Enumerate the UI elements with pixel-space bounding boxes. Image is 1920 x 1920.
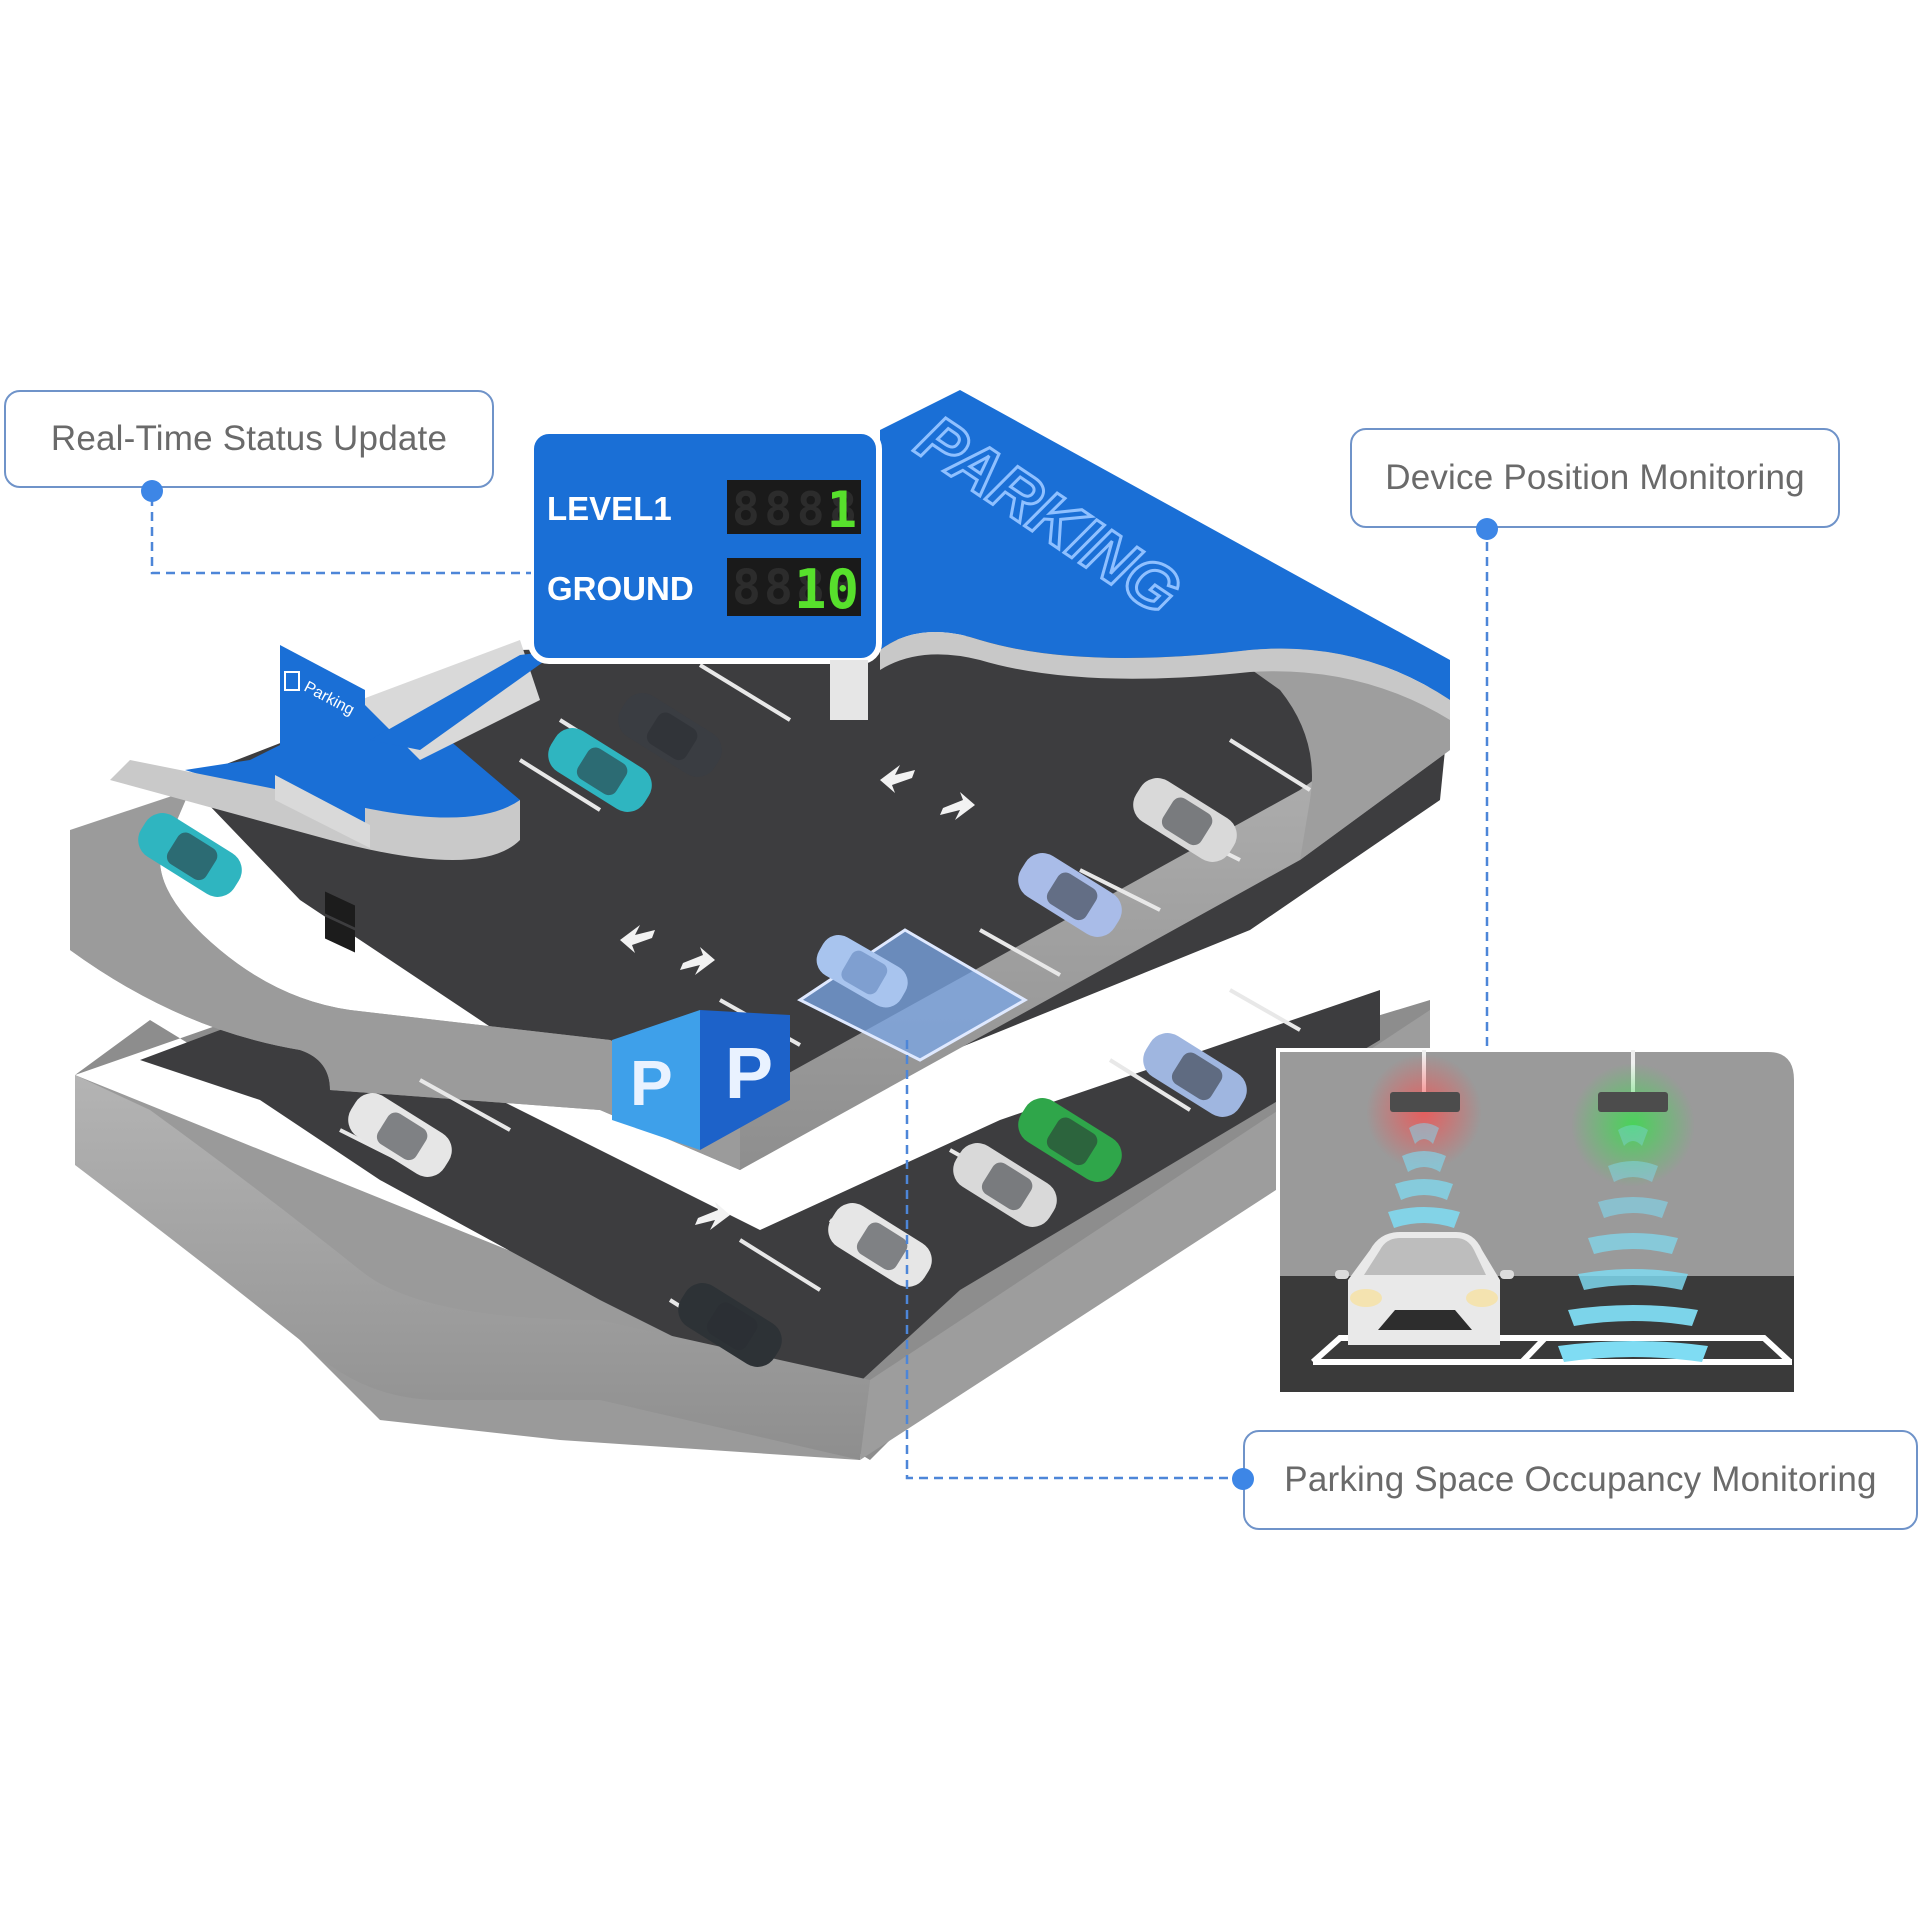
car <box>138 813 242 897</box>
car <box>953 1143 1057 1227</box>
sensor-beam <box>1588 1233 1678 1254</box>
highlighted-parking-space <box>797 928 1028 1062</box>
sensor-inset-panel <box>1276 1048 1798 1394</box>
small-parking-sign: Parking <box>275 645 370 953</box>
cars <box>138 693 1247 1367</box>
sensor-beam <box>1402 1151 1446 1172</box>
sign-label-level1: LEVEL1 <box>547 490 672 527</box>
sign-value-ground: 10 <box>794 558 859 621</box>
pillar <box>755 885 797 960</box>
car <box>678 1283 782 1367</box>
arrow-icon <box>620 925 655 953</box>
pillar <box>1140 935 1182 1010</box>
callout-parking-space-occupancy-monitoring: Parking Space Occupancy Monitoring <box>1243 1430 1918 1530</box>
sensor-beam <box>1395 1179 1453 1200</box>
car <box>1018 853 1122 937</box>
connector-dot-realtime <box>141 480 163 502</box>
sensor-device-icon <box>1390 1092 1460 1112</box>
connector-occupancy <box>905 1040 1243 1480</box>
arrow-icon <box>880 765 915 793</box>
connector-realtime <box>150 497 531 575</box>
car <box>1018 1098 1122 1182</box>
callout-label: Device Position Monitoring <box>1385 458 1805 497</box>
callout-device-position-monitoring: Device Position Monitoring <box>1350 428 1840 528</box>
sensor-occupied <box>1366 1050 1482 1228</box>
car <box>1133 778 1237 862</box>
sensor-beam <box>1568 1305 1698 1326</box>
sensor-beam <box>1558 1341 1708 1362</box>
sensor-beam <box>1578 1269 1688 1290</box>
cube-letter-left: P <box>630 1047 673 1119</box>
callout-real-time-status-update: Real-Time Status Update <box>4 390 494 488</box>
sensor-beam <box>1409 1123 1439 1144</box>
arrow-icon <box>680 947 715 975</box>
callout-label: Parking Space Occupancy Monitoring <box>1284 1460 1877 1499</box>
connector-lines <box>150 497 1489 1480</box>
sensor-vacant <box>1558 1050 1708 1362</box>
arrow-icon <box>695 1202 730 1230</box>
p-cube-sign: P P <box>612 1010 790 1150</box>
pillar <box>1130 670 1172 745</box>
lane-arrows <box>620 765 975 1230</box>
pillar <box>270 1050 312 1125</box>
connector-dot-occupancy <box>1232 1468 1254 1490</box>
main-led-sign: LEVEL1 GROUND 8888 8888 1 10 <box>528 428 882 720</box>
sensor-beam <box>1388 1207 1460 1228</box>
pillar <box>958 670 1000 745</box>
car <box>548 728 652 812</box>
sign-label-ground: GROUND <box>547 570 694 607</box>
car <box>1143 1033 1247 1117</box>
car-front-icon <box>1335 1232 1514 1345</box>
pillar <box>610 1220 652 1295</box>
sensor-device-icon <box>1598 1092 1668 1112</box>
car <box>348 1093 452 1177</box>
sensor-beam <box>1608 1161 1658 1182</box>
pillar <box>760 1160 802 1235</box>
sensor-beam <box>1618 1125 1648 1146</box>
connector-dot-device <box>1476 518 1498 540</box>
pillar <box>880 810 922 885</box>
sensor-beam <box>1598 1197 1668 1218</box>
callout-label: Real-Time Status Update <box>50 419 448 458</box>
cube-letter-right: P <box>725 1034 773 1114</box>
pillar <box>1000 740 1042 815</box>
arrow-icon <box>940 792 975 820</box>
car <box>618 693 722 777</box>
pillar <box>1010 985 1052 1060</box>
sign-value-level1: 1 <box>827 481 857 539</box>
